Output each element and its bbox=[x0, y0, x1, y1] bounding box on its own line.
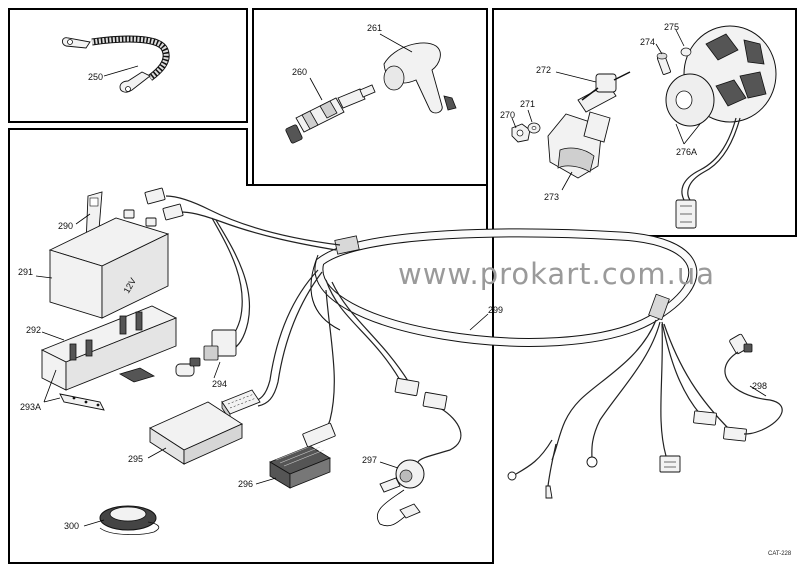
ignition-switch-part bbox=[377, 459, 425, 527]
callout-261: 261 bbox=[367, 23, 382, 33]
callout-300: 300 bbox=[64, 521, 79, 531]
voltage-regulator-part bbox=[269, 422, 336, 489]
stator-part bbox=[665, 25, 777, 229]
washer-part bbox=[527, 122, 541, 134]
callout-292: 292 bbox=[26, 325, 41, 335]
callout-294: 294 bbox=[212, 379, 227, 389]
panel-spark-plug bbox=[252, 8, 488, 186]
watermark: www.prokart.com.ua bbox=[398, 257, 715, 291]
callout-291: 291 bbox=[18, 267, 33, 277]
callout-276A: 276A bbox=[676, 147, 697, 157]
callout-260: 260 bbox=[292, 67, 307, 77]
callout-298: 298 bbox=[752, 381, 767, 391]
screw-part bbox=[656, 47, 692, 75]
callout-296: 296 bbox=[238, 479, 253, 489]
panel-ground-cable bbox=[8, 8, 248, 123]
sensor-cable-part bbox=[724, 333, 783, 435]
nut-part bbox=[511, 123, 531, 143]
callout-295: 295 bbox=[128, 454, 143, 464]
callout-270: 270 bbox=[500, 110, 515, 120]
ignition-coil-part bbox=[547, 71, 631, 179]
callout-290: 290 bbox=[58, 221, 73, 231]
callout-274: 274 bbox=[640, 37, 655, 47]
catalog-code: CAT-228 bbox=[768, 551, 792, 557]
callout-271: 271 bbox=[520, 99, 535, 109]
ground-cable-part bbox=[61, 35, 170, 93]
harness-connector-part bbox=[394, 377, 448, 411]
callout-273: 273 bbox=[544, 192, 559, 202]
callout-299: 299 bbox=[488, 305, 503, 315]
callout-293A: 293A bbox=[20, 402, 41, 412]
bracket-part bbox=[59, 393, 105, 411]
battery-part: 12V bbox=[48, 209, 170, 319]
callout-272: 272 bbox=[536, 65, 551, 75]
wiring-harness-part bbox=[165, 195, 731, 487]
battery-tray-part bbox=[40, 305, 178, 391]
callout-297: 297 bbox=[362, 455, 377, 465]
cdi-module-part bbox=[149, 401, 243, 465]
right-connectors-part bbox=[507, 410, 747, 499]
spark-plug-cap-part bbox=[383, 42, 457, 114]
callout-250: 250 bbox=[88, 72, 103, 82]
callout-275: 275 bbox=[664, 22, 679, 32]
spark-plug-part bbox=[285, 84, 376, 144]
connector-top-part bbox=[144, 187, 184, 221]
insulating-tape-part bbox=[99, 505, 160, 536]
relay-part bbox=[175, 329, 237, 377]
